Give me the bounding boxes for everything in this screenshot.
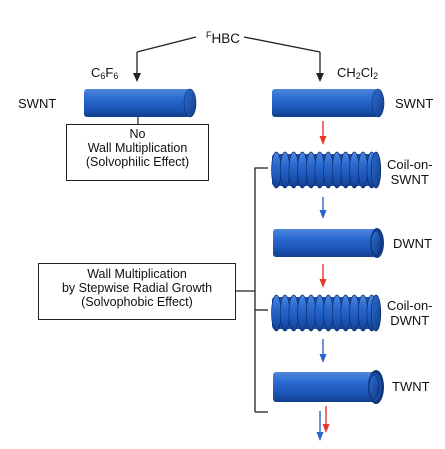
right-arrowhead bbox=[316, 73, 324, 82]
coil-ring bbox=[288, 294, 299, 332]
stage-bracket bbox=[236, 167, 268, 413]
left-swnt-label: SWNT bbox=[18, 96, 57, 111]
no-wall-multiplication-box: No Wall Multiplication (Solvophilic Effe… bbox=[66, 124, 209, 181]
twnt-tube bbox=[273, 370, 384, 404]
coil-ring bbox=[340, 151, 351, 189]
coil-ring bbox=[288, 151, 299, 189]
branch-arrows bbox=[133, 36, 324, 82]
coil-ring bbox=[305, 151, 317, 189]
left-swnt-tube bbox=[84, 88, 197, 118]
coil-ring bbox=[323, 151, 334, 189]
coil-ring bbox=[314, 151, 325, 189]
coil-ring bbox=[297, 151, 308, 189]
wall-multiplication-box: Wall Multiplication by Stepwise Radial G… bbox=[38, 263, 236, 320]
arrow-red-1 bbox=[319, 121, 327, 145]
stage-label-dwnt: DWNT bbox=[393, 236, 432, 251]
arrow-pair-final bbox=[316, 406, 330, 441]
stage-label-swnt: SWNT bbox=[395, 96, 434, 111]
coil-ring bbox=[271, 151, 282, 189]
coil-ring bbox=[357, 151, 369, 189]
right-swnt-tube bbox=[272, 88, 385, 118]
stage-label-coil-on-dwnt: Coil-on-DWNT bbox=[387, 298, 433, 328]
coil-ring bbox=[340, 294, 351, 332]
coil-ring bbox=[279, 294, 291, 332]
coil-end-cap bbox=[370, 294, 382, 332]
coil-ring bbox=[349, 151, 360, 189]
coil-on-swnt-tube bbox=[271, 151, 382, 189]
coil-ring bbox=[314, 294, 325, 332]
left-arrowhead bbox=[133, 73, 141, 82]
solvent-right-label: CH2Cl2 bbox=[337, 65, 379, 81]
dwnt-tube bbox=[273, 228, 384, 258]
coil-ring bbox=[349, 294, 360, 332]
coil-ring bbox=[297, 294, 308, 332]
coil-ring bbox=[271, 294, 282, 332]
coil-ring bbox=[331, 151, 343, 189]
stage-label-coil-on-swnt: Coil-on-SWNT bbox=[387, 157, 433, 187]
reagent-label: FHBC bbox=[206, 30, 241, 46]
coil-end-cap bbox=[370, 151, 382, 189]
coil-ring bbox=[305, 294, 317, 332]
coil-ring bbox=[279, 151, 291, 189]
arrow-blue-2 bbox=[319, 339, 327, 363]
coil-ring bbox=[331, 294, 343, 332]
coil-ring bbox=[323, 294, 334, 332]
arrow-blue-1 bbox=[319, 197, 327, 219]
solvent-left-label: C6F6 bbox=[91, 65, 119, 81]
arrow-red-2 bbox=[319, 264, 327, 288]
coil-ring bbox=[357, 294, 369, 332]
stage-label-twnt: TWNT bbox=[392, 379, 430, 394]
coil-on-dwnt-tube bbox=[271, 294, 382, 332]
